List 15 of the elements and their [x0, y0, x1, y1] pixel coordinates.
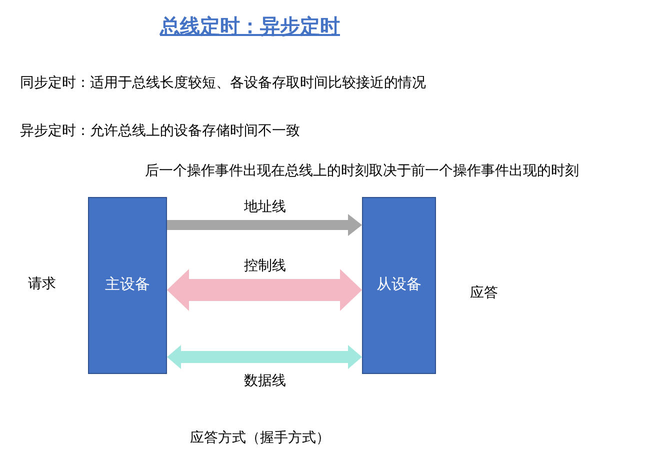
arrow: [167, 269, 362, 311]
text-label: 应答: [470, 283, 498, 302]
text-label: 请求: [28, 274, 56, 293]
edge-label: 地址线: [243, 197, 287, 216]
text-label: 同步定时：适用于总线长度较短、各设备存取时间比较接近的情况: [20, 73, 426, 92]
text-label: 后一个操作事件出现在总线上的时刻取决于前一个操作事件出现的时刻: [145, 161, 579, 180]
arrow: [167, 214, 362, 236]
device-box: 主设备: [88, 197, 167, 374]
device-box: 从设备: [362, 197, 436, 374]
caption: 应答方式（握手方式）: [190, 428, 330, 447]
text-label: 异步定时：允许总线上的设备存储时间不一致: [20, 121, 300, 140]
title: 总线定时：异步定时: [160, 14, 340, 40]
arrow: [167, 345, 362, 369]
edge-label: 数据线: [243, 371, 287, 390]
edge-label: 控制线: [243, 256, 287, 275]
